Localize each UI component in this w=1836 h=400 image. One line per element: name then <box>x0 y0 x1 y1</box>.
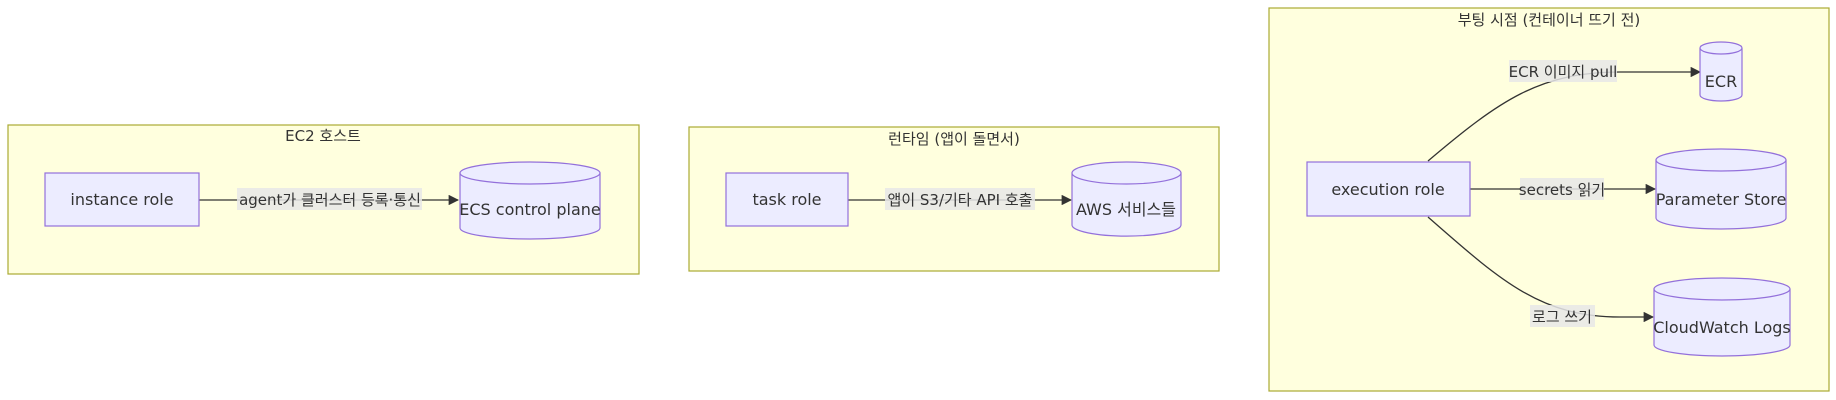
group-runtime-title: 런타임 (앱이 돌면서) <box>888 130 1020 148</box>
edge-label-secrets: secrets 읽기 <box>1519 181 1605 199</box>
group-ec2-host-title: EC2 호스트 <box>285 127 361 145</box>
edge-label-bg <box>1530 305 1595 327</box>
db-cloudwatch-logs-label: CloudWatch Logs <box>1653 318 1791 337</box>
edge-execution-to-cloudwatch <box>1427 216 1655 323</box>
edge-label-bg <box>885 188 1035 210</box>
db-ecs-control-plane-label: ECS control plane <box>459 200 600 219</box>
edge-label-agent-register: agent가 클러스터 등록·통신 <box>239 191 421 209</box>
node-task-role-label: task role <box>752 190 821 209</box>
db-ecr-label: ECR <box>1705 72 1737 91</box>
node-execution-role-label: execution role <box>1331 180 1444 199</box>
db-parameter-store[interactable]: Parameter Store <box>1655 148 1787 230</box>
group-boot-title: 부팅 시점 (컨테이너 뜨기 전) <box>1458 11 1641 29</box>
edge-label-bg <box>1509 60 1617 82</box>
db-ecr[interactable]: ECR <box>1699 41 1743 102</box>
db-aws-services[interactable]: AWS 서비스들 <box>1071 161 1182 237</box>
node-execution-role[interactable]: execution role <box>1306 161 1471 217</box>
db-aws-services-label: AWS 서비스들 <box>1076 200 1176 219</box>
node-task-role[interactable]: task role <box>725 172 849 227</box>
edge-label-logs: 로그 쓰기 <box>1532 308 1592 326</box>
db-parameter-store-label: Parameter Store <box>1656 190 1787 209</box>
db-ecs-control-plane[interactable]: ECS control plane <box>459 161 601 240</box>
edge-label-ecr-pull: ECR 이미지 pull <box>1509 63 1618 81</box>
edge-label-bg <box>237 188 422 210</box>
edge-label-app-calls: 앱이 S3/기타 API 호출 <box>888 191 1033 209</box>
db-cloudwatch-logs[interactable]: CloudWatch Logs <box>1653 277 1791 357</box>
edge-label-bg <box>1520 178 1604 200</box>
node-instance-role-label: instance role <box>70 190 173 209</box>
node-instance-role[interactable]: instance role <box>44 172 200 227</box>
